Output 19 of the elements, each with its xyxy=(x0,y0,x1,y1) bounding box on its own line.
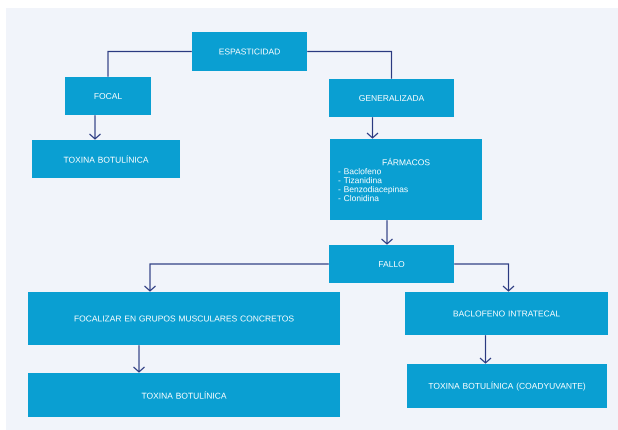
arrow xyxy=(381,220,393,245)
process-box: FÁRMACOS - Baclofeno - Tizanidina - Benzodiacepinas - Clonidina xyxy=(330,139,482,220)
process-box: TOXINA BOTULÍNICA (COADYUVANTE) xyxy=(407,364,607,408)
arrow xyxy=(89,115,101,140)
arrow xyxy=(454,263,514,292)
process-box: TOXINA BOTULÍNICA xyxy=(28,373,340,417)
arrow xyxy=(366,117,378,139)
process-box: ESPASTICIDAD xyxy=(192,32,307,71)
process-box: TOXINA BOTULÍNICA xyxy=(32,140,180,178)
connector-line xyxy=(107,50,192,77)
process-box: FALLO xyxy=(329,245,454,283)
process-box: GENERALIZADA xyxy=(329,79,454,117)
process-box: FOCALIZAR EN GRUPOS MUSCULARES CONCRETOS xyxy=(28,292,340,345)
arrow xyxy=(133,345,145,373)
process-box: FOCAL xyxy=(65,77,151,115)
process-box: BACLOFENO INTRATECAL xyxy=(405,292,608,335)
connector-line xyxy=(307,50,392,79)
arrow xyxy=(144,263,329,292)
arrow xyxy=(480,335,492,364)
